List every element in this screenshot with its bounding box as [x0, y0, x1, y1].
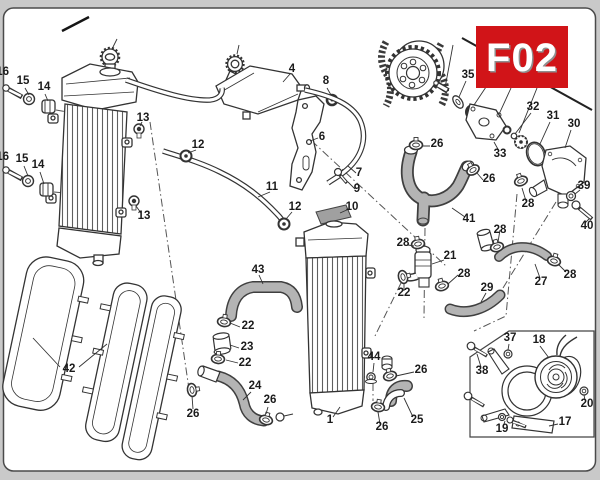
callout: 24 — [249, 380, 262, 392]
pad-10 — [315, 204, 352, 225]
molded-hoses — [212, 242, 552, 427]
callout: 26 — [483, 173, 496, 185]
part-callouts: 16 15 14 16 15 14 13 13 12 11 12 10 4 8 … — [0, 63, 593, 435]
callout: 22 — [242, 320, 255, 332]
badge-text: F02 — [486, 36, 558, 80]
callout: 25 — [411, 414, 424, 426]
grommet-12-pair — [179, 149, 291, 231]
callout: 40 — [581, 220, 594, 232]
sleeve-23 — [212, 332, 232, 355]
callout: 35 — [462, 69, 475, 81]
callout: 30 — [568, 118, 581, 130]
cut-leader-line — [61, 15, 90, 33]
callout: 7 — [356, 167, 362, 179]
callout: 33 — [494, 148, 507, 160]
callout: 37 — [504, 332, 517, 344]
callout: 38 — [476, 365, 489, 377]
callout: 20 — [581, 398, 594, 410]
bracket-bolt-9 — [333, 167, 349, 185]
grommet-13-pair — [128, 123, 145, 211]
callout: 43 — [252, 264, 265, 276]
callout: 26 — [187, 408, 200, 420]
callout: 6 — [319, 131, 325, 143]
callout: 4 — [289, 63, 296, 75]
callout: 27 — [535, 276, 548, 288]
callout: 44 — [368, 351, 381, 363]
water-pump-assembly — [433, 44, 587, 209]
callout: 31 — [547, 110, 560, 122]
callout: 32 — [527, 101, 540, 113]
callout: 21 — [444, 250, 457, 262]
callout: 10 — [346, 201, 359, 213]
callout: 22 — [239, 357, 252, 369]
callout: 26 — [376, 421, 389, 433]
callout: 13 — [137, 112, 150, 124]
tank-bracket — [289, 95, 325, 191]
leader-lines — [23, 73, 590, 428]
badge-text-shadow: F02 — [488, 38, 560, 82]
callout: 14 — [32, 159, 45, 171]
callout: 28 — [494, 224, 507, 236]
pump-bolt-40 — [565, 190, 594, 221]
callout: 22 — [398, 287, 411, 299]
callout: 15 — [17, 75, 30, 87]
right-radiator — [295, 220, 376, 416]
page-code-badge: F02 F02 — [476, 26, 568, 88]
callout: 26 — [415, 364, 428, 376]
cam-chain-sprocket — [378, 40, 449, 108]
callout: 41 — [463, 213, 476, 225]
callout: 14 — [38, 81, 51, 93]
callout: 13 — [138, 210, 151, 222]
callout: 11 — [266, 181, 279, 193]
left-radiator — [45, 38, 139, 267]
callout: 39 — [578, 180, 591, 192]
callout: 15 — [16, 153, 29, 165]
callout: 16 — [0, 66, 9, 78]
callout: 28 — [397, 237, 410, 249]
callout: 26 — [264, 394, 277, 406]
fan-kit-inset — [463, 330, 595, 438]
callout: 12 — [289, 201, 302, 213]
radiator-louvres — [2, 256, 185, 461]
badge-background — [476, 26, 568, 88]
callout: 1 — [327, 414, 334, 426]
callout: 28 — [564, 269, 577, 281]
callout: 12 — [192, 139, 205, 151]
callout: 23 — [241, 341, 254, 353]
callout: 29 — [481, 282, 494, 294]
callout: 16 — [0, 151, 9, 163]
callout: 26 — [431, 138, 444, 150]
callout: 42 — [63, 363, 76, 375]
callout: 18 — [533, 334, 546, 346]
callout: 28 — [522, 198, 535, 210]
elbow-fitting — [197, 365, 294, 422]
callout: 28 — [458, 268, 471, 280]
callout: 19 — [496, 423, 509, 435]
callout: 8 — [323, 75, 330, 87]
callout: 9 — [354, 183, 360, 195]
radiator-mount-fasteners — [2, 84, 56, 197]
callout: 17 — [559, 416, 572, 428]
